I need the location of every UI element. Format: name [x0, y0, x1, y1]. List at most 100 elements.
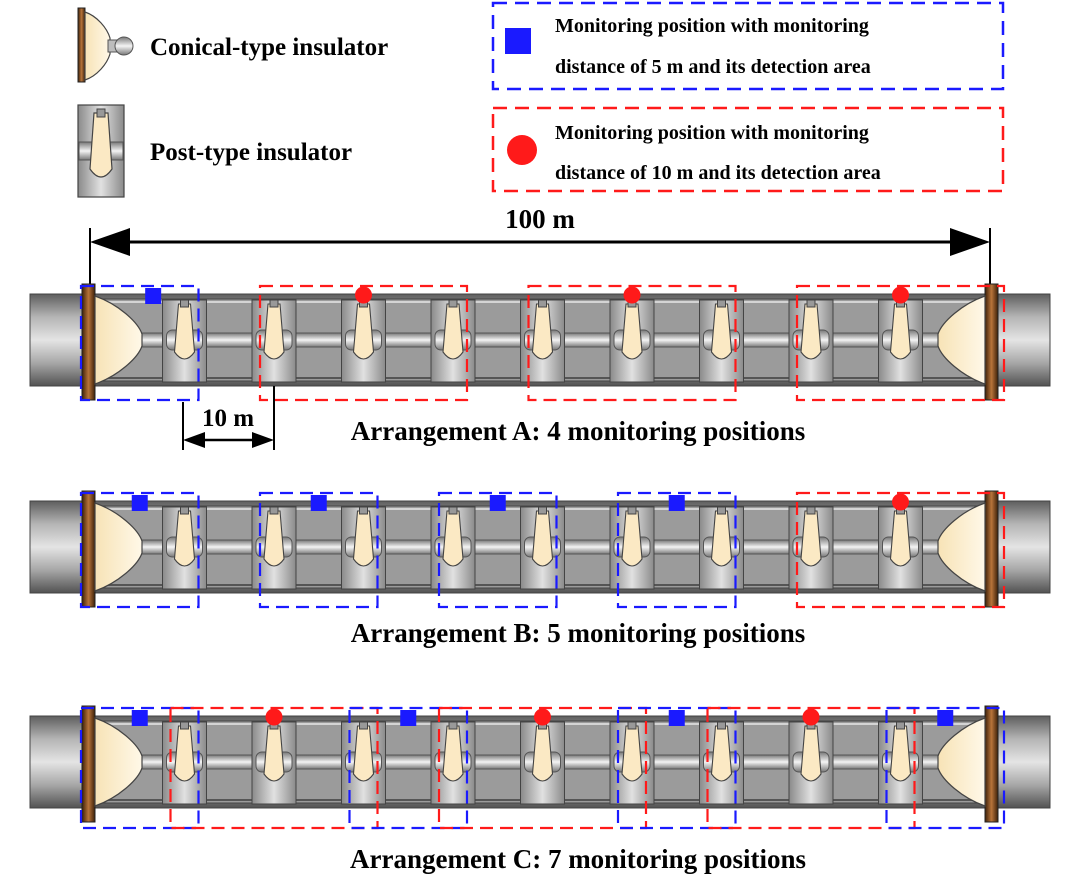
post-insulator — [520, 721, 565, 805]
post-insulator — [162, 506, 207, 590]
post-cap — [538, 299, 547, 308]
flange-left — [81, 490, 96, 608]
flange-right — [984, 705, 999, 823]
blue-square-marker — [131, 495, 148, 511]
post-insulator — [520, 299, 565, 383]
red-circle-marker — [892, 493, 909, 511]
detection-area-10m — [795, 491, 1006, 609]
conical-insulator-left — [94, 717, 143, 807]
detection-area-10m — [706, 706, 916, 830]
post-insulator-icon — [77, 104, 125, 198]
post-insulator — [430, 721, 476, 805]
post-cap — [180, 299, 189, 308]
total-length-label: 100 m — [505, 204, 575, 234]
red-circle-marker — [355, 286, 372, 304]
post-insulator — [699, 721, 744, 805]
post-cap — [448, 506, 458, 515]
post-insulator-body — [263, 303, 285, 360]
detection-area-10m — [169, 706, 379, 830]
post-cap — [448, 299, 458, 308]
post-insulator — [341, 721, 386, 805]
post-insulator — [251, 721, 297, 805]
conical-insulator-label: Conical-type insulator — [150, 34, 388, 61]
post-insulator — [699, 506, 744, 590]
arrangement-title: Arrangement B: 5 monitoring positions — [351, 618, 806, 648]
post-insulator — [341, 299, 386, 383]
red-circle-marker — [534, 708, 551, 726]
post-insulator — [162, 299, 207, 383]
post-cap — [717, 299, 726, 308]
post-insulator-body — [710, 725, 733, 782]
blue-square-marker — [145, 288, 162, 304]
post-insulator-body — [263, 510, 285, 567]
post-insulator-body — [352, 303, 375, 360]
total-length-dimension: 100 m — [89, 204, 991, 290]
post-insulator-body — [173, 510, 196, 567]
post-insulator — [878, 299, 923, 383]
post-insulator-body — [442, 510, 464, 567]
conical-insulator-left — [94, 502, 143, 592]
blue-legend-box — [491, 1, 1005, 91]
post-insulator — [699, 299, 744, 383]
spacing-dimension: 10 m — [182, 386, 275, 450]
post-insulator — [430, 299, 476, 383]
conical-insulator-icon — [77, 7, 134, 83]
blue-square-marker — [668, 495, 685, 511]
conical-insulator-right — [937, 295, 986, 385]
post-cap — [806, 506, 816, 515]
post-insulator — [251, 506, 297, 590]
conical-insulator-right — [937, 502, 986, 592]
blue-legend-line2: distance of 5 m and its detection area — [555, 56, 871, 78]
post-cap — [269, 506, 279, 515]
post-cap — [359, 506, 368, 515]
arrangement-b: Arrangement B: 5 monitoring positions — [29, 490, 1051, 648]
flange-right — [984, 283, 999, 401]
post-cap — [359, 721, 368, 730]
post-insulator-body — [800, 510, 822, 567]
post-insulator — [609, 299, 655, 383]
blue-square-marker — [310, 495, 327, 511]
post-cap — [538, 506, 547, 515]
post-insulator-body — [800, 303, 822, 360]
red-legend-line2: distance of 10 m and its detection area — [555, 162, 881, 184]
post-insulator-body — [800, 725, 822, 782]
post-insulator-body — [889, 510, 912, 567]
post-insulator-body — [352, 725, 375, 782]
post-cap — [627, 721, 637, 730]
flange-right — [984, 490, 999, 608]
post-cap — [627, 506, 637, 515]
detection-area-5m — [616, 491, 737, 609]
detection-area-5m — [79, 284, 200, 402]
post-cap — [180, 506, 189, 515]
post-insulator-body — [442, 725, 464, 782]
post-insulator-body — [621, 725, 643, 782]
detection-area-5m — [79, 491, 200, 609]
post-cap — [180, 721, 189, 730]
red-circle-marker — [623, 286, 641, 304]
post-insulator — [251, 299, 297, 383]
blue-square-marker-icon — [505, 28, 531, 54]
detection-area-5m — [437, 491, 558, 609]
post-insulator — [609, 721, 655, 805]
post-insulator-body — [442, 303, 464, 360]
post-insulator — [520, 506, 565, 590]
post-cap — [896, 721, 905, 730]
post-insulator-body — [531, 725, 554, 782]
post-insulator-body — [621, 510, 643, 567]
blue-square-marker — [400, 710, 417, 726]
post-cap — [269, 299, 279, 308]
red-circle-marker — [892, 286, 909, 304]
detection-area-10m — [527, 284, 737, 402]
post-cap — [448, 721, 458, 730]
post-insulator — [878, 506, 923, 590]
blue-square-marker — [668, 710, 685, 726]
post-insulator-body — [621, 303, 643, 360]
conical-insulator-right — [937, 717, 986, 807]
post-cap — [717, 721, 726, 730]
arrangement-c: Arrangement C: 7 monitoring positions — [29, 705, 1051, 874]
detection-area-10m — [795, 284, 1006, 402]
post-insulator — [609, 506, 655, 590]
blue-square-marker — [489, 495, 506, 511]
red-legend-line1: Monitoring position with monitoring — [555, 122, 869, 144]
